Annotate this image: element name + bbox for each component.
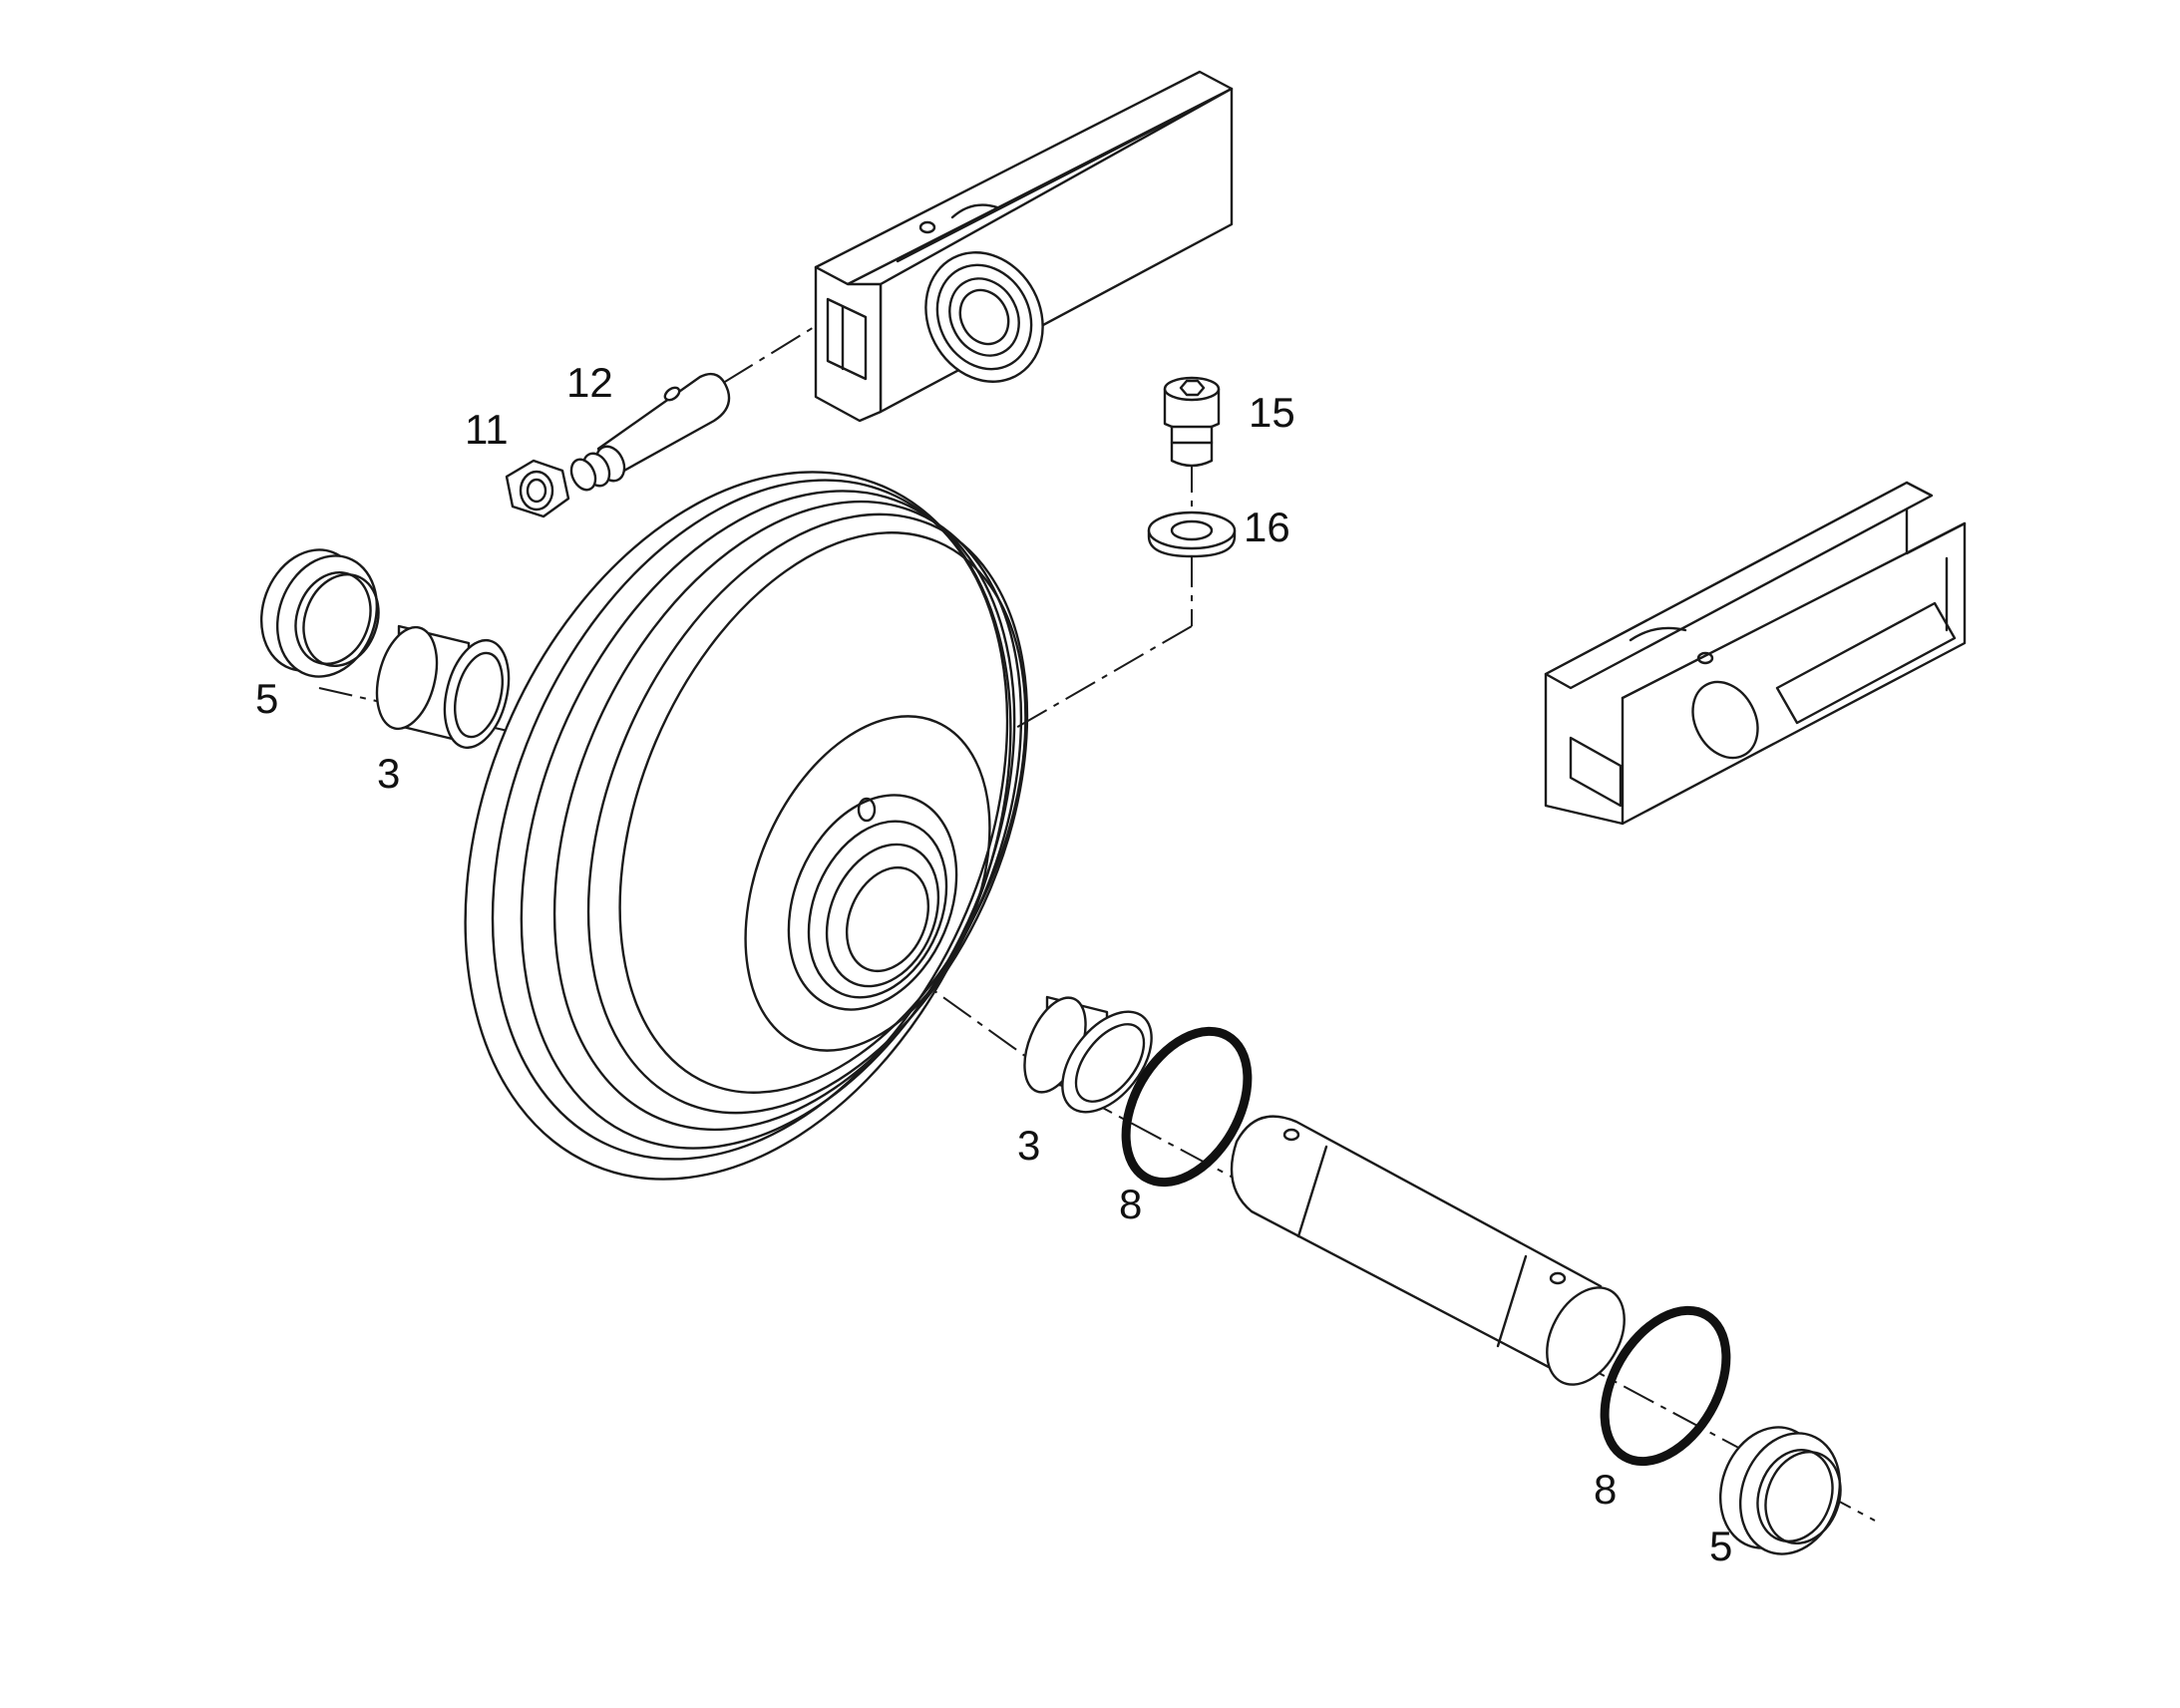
label-seal-left: 5 (255, 675, 278, 722)
axle (1230, 1115, 1626, 1386)
label-nut: 11 (465, 406, 509, 453)
label-bushing-right: 3 (1017, 1122, 1040, 1169)
label-bushing-left: 3 (377, 750, 400, 797)
seal-right (1718, 1426, 1842, 1555)
oring-left (1121, 1026, 1253, 1188)
label-oring-right: 8 (1594, 1466, 1617, 1513)
label-seal-right: 5 (1709, 1523, 1732, 1569)
bushing-right (1023, 995, 1153, 1114)
seal-washer (1147, 511, 1237, 558)
frame-top (814, 70, 1234, 423)
nut (505, 459, 570, 518)
plug-screw (1163, 376, 1221, 468)
callout-labels: 11 12 15 16 5 3 3 8 8 5 (255, 359, 1732, 1569)
label-plug-screw: 15 (1249, 389, 1295, 436)
label-grease-nipple: 12 (566, 359, 613, 406)
seal-left (259, 548, 380, 678)
bushing-left (375, 624, 511, 750)
label-oring-left: 8 (1119, 1181, 1142, 1227)
frame-right (1544, 481, 1967, 826)
label-seal-washer: 16 (1244, 504, 1290, 550)
oring-right (1600, 1305, 1731, 1467)
idler-wheel (464, 471, 1029, 1181)
grease-nipple (569, 372, 731, 492)
